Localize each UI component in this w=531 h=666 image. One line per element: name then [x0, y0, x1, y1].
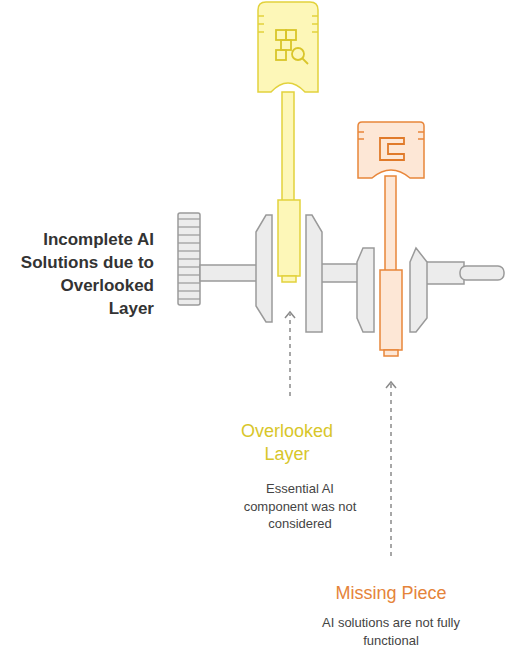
gear-tooth — [178, 218, 200, 219]
gear-tooth — [178, 266, 200, 267]
gear-tooth — [178, 242, 200, 243]
gear-tooth — [178, 226, 200, 227]
gear-tooth — [178, 258, 200, 259]
orange-piston — [358, 122, 424, 356]
shaft — [200, 262, 504, 284]
gear-tooth — [178, 282, 200, 283]
gear-tooth — [178, 298, 200, 299]
callout-heading: Overlooked Layer — [222, 420, 352, 466]
callout-text: Essential AI component was not considere… — [236, 480, 364, 533]
callout-heading: Missing Piece — [311, 582, 471, 605]
gear — [178, 213, 200, 305]
gear-tooth — [178, 234, 200, 235]
callout-text: AI solutions are not fully functional — [316, 614, 466, 649]
gear-tooth — [178, 250, 200, 251]
yellow-piston — [258, 2, 318, 282]
gear-tooth — [178, 290, 200, 291]
title: Incomplete AI Solutions due to Overlooke… — [14, 228, 154, 320]
gear-tooth — [178, 274, 200, 275]
